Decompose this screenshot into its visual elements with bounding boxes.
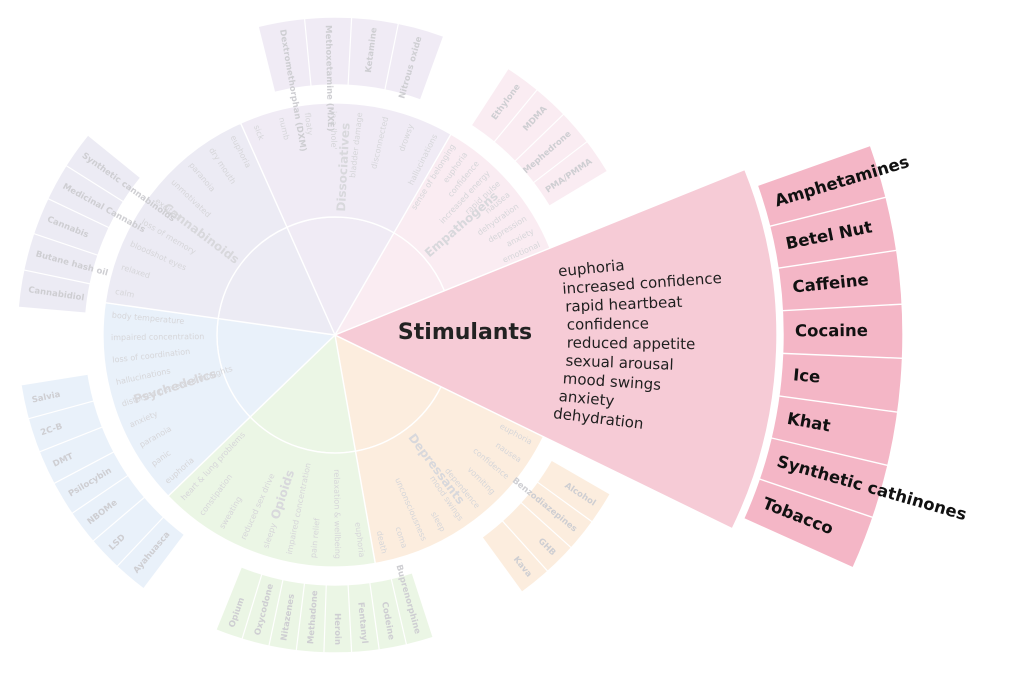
drug-label: Methadone: [306, 590, 320, 645]
category-label-stimulants: Stimulants: [398, 320, 532, 345]
effect-label: anxiety: [558, 387, 615, 410]
drugs-ring-opioids: [214, 565, 435, 654]
effects-ring-dissociatives: [239, 102, 452, 234]
effect-label: euphoria: [353, 522, 366, 558]
drugs-ring-depressants: [480, 459, 612, 594]
drugs-ring-cannabinoids: [17, 133, 142, 314]
category-wedge-stimulants[interactable]: [333, 168, 778, 530]
effects-ring-opioids: [167, 415, 377, 568]
effects-ring-depressants: [354, 385, 545, 565]
effect-label: relaxation & wellbeing: [332, 469, 342, 559]
effect-label: confidence: [567, 314, 649, 333]
effect-label: floaty: [303, 112, 315, 136]
effect-label: calm: [114, 287, 135, 300]
drug-label: Fentanyl: [355, 602, 369, 644]
drug-label: Cocaine: [795, 321, 868, 340]
effect-label: pain relief: [309, 517, 322, 558]
drugs-ring-stimulants: [742, 144, 904, 569]
category-label-dissociatives: Dissociatives: [334, 122, 353, 212]
drugs-ring-dissociatives: [257, 16, 445, 101]
drug-label: Methoxetamine (MXE): [323, 25, 335, 132]
effects-ring-psychedelics: [102, 301, 252, 498]
drug-label: Ice: [792, 365, 821, 386]
effects-ring-cannabinoids: [104, 122, 288, 320]
effect-label: sexual arousal: [565, 352, 674, 374]
drug-label: Heroin: [332, 613, 342, 645]
effect-label: reduced appetite: [567, 334, 696, 354]
drugs-ring-psychedelics: [20, 373, 186, 590]
effect-label: in a 'hole': [329, 111, 338, 150]
category-psychedelics[interactable]: Psychedelicseuphoriapanicparanoiaanxiety…: [20, 301, 337, 590]
effect-label: rapid heartbeat: [565, 293, 683, 316]
effect-label: impaired concentration: [111, 332, 204, 342]
